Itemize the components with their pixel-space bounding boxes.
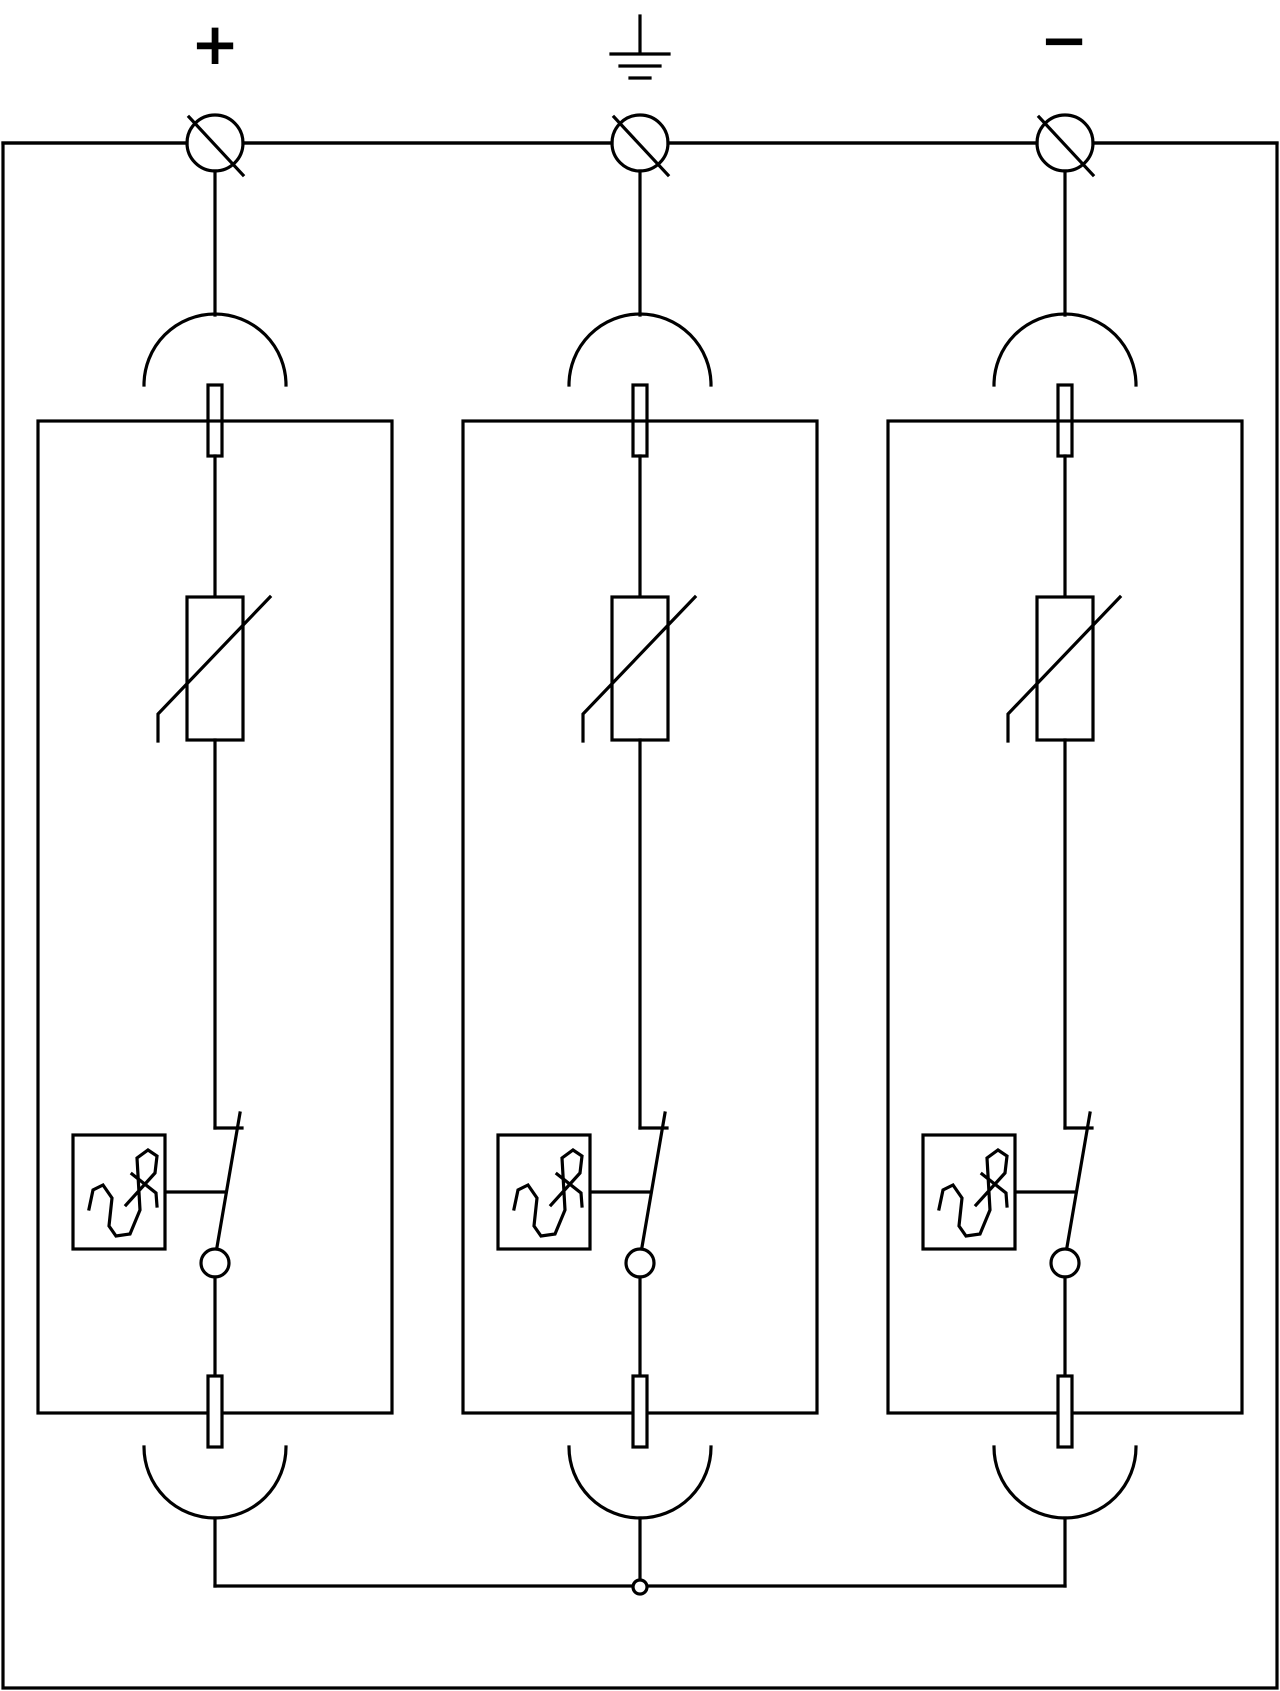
switch-contact-icon: [588, 1111, 669, 1279]
plug-contact-bottom: [1056, 1374, 1074, 1449]
junction-point: [631, 1578, 649, 1596]
thermal-disconnector-icon: [71, 1133, 167, 1251]
screw-terminal-icon: [1035, 113, 1096, 178]
plug-socket-bottom: [142, 1445, 288, 1520]
plug-socket-bottom: [567, 1445, 713, 1520]
varistor-icon: [1006, 594, 1123, 743]
varistor-icon: [156, 594, 273, 743]
plug-socket-top: [992, 312, 1138, 387]
screw-terminal-icon: [185, 113, 246, 178]
ground-icon: [609, 14, 671, 80]
thermal-disconnector-icon: [496, 1133, 592, 1251]
module-negative: [886, 113, 1244, 1588]
positive-label: +: [191, 10, 240, 78]
negative-label: −: [1040, 6, 1089, 74]
varistor-icon: [581, 594, 698, 743]
plug-contact-bottom: [206, 1374, 224, 1449]
switch-contact-icon: [1013, 1111, 1094, 1279]
module-positive: [36, 113, 394, 1588]
plug-socket-bottom: [992, 1445, 1138, 1520]
thermal-disconnector-icon: [921, 1133, 1017, 1251]
screw-terminal-icon: [610, 113, 671, 178]
plug-contact-bottom: [631, 1374, 649, 1449]
plug-socket-top: [142, 312, 288, 387]
plug-socket-top: [567, 312, 713, 387]
switch-contact-icon: [163, 1111, 244, 1279]
bottom-common-bus: [213, 1578, 1067, 1596]
module-ground: [461, 113, 819, 1588]
